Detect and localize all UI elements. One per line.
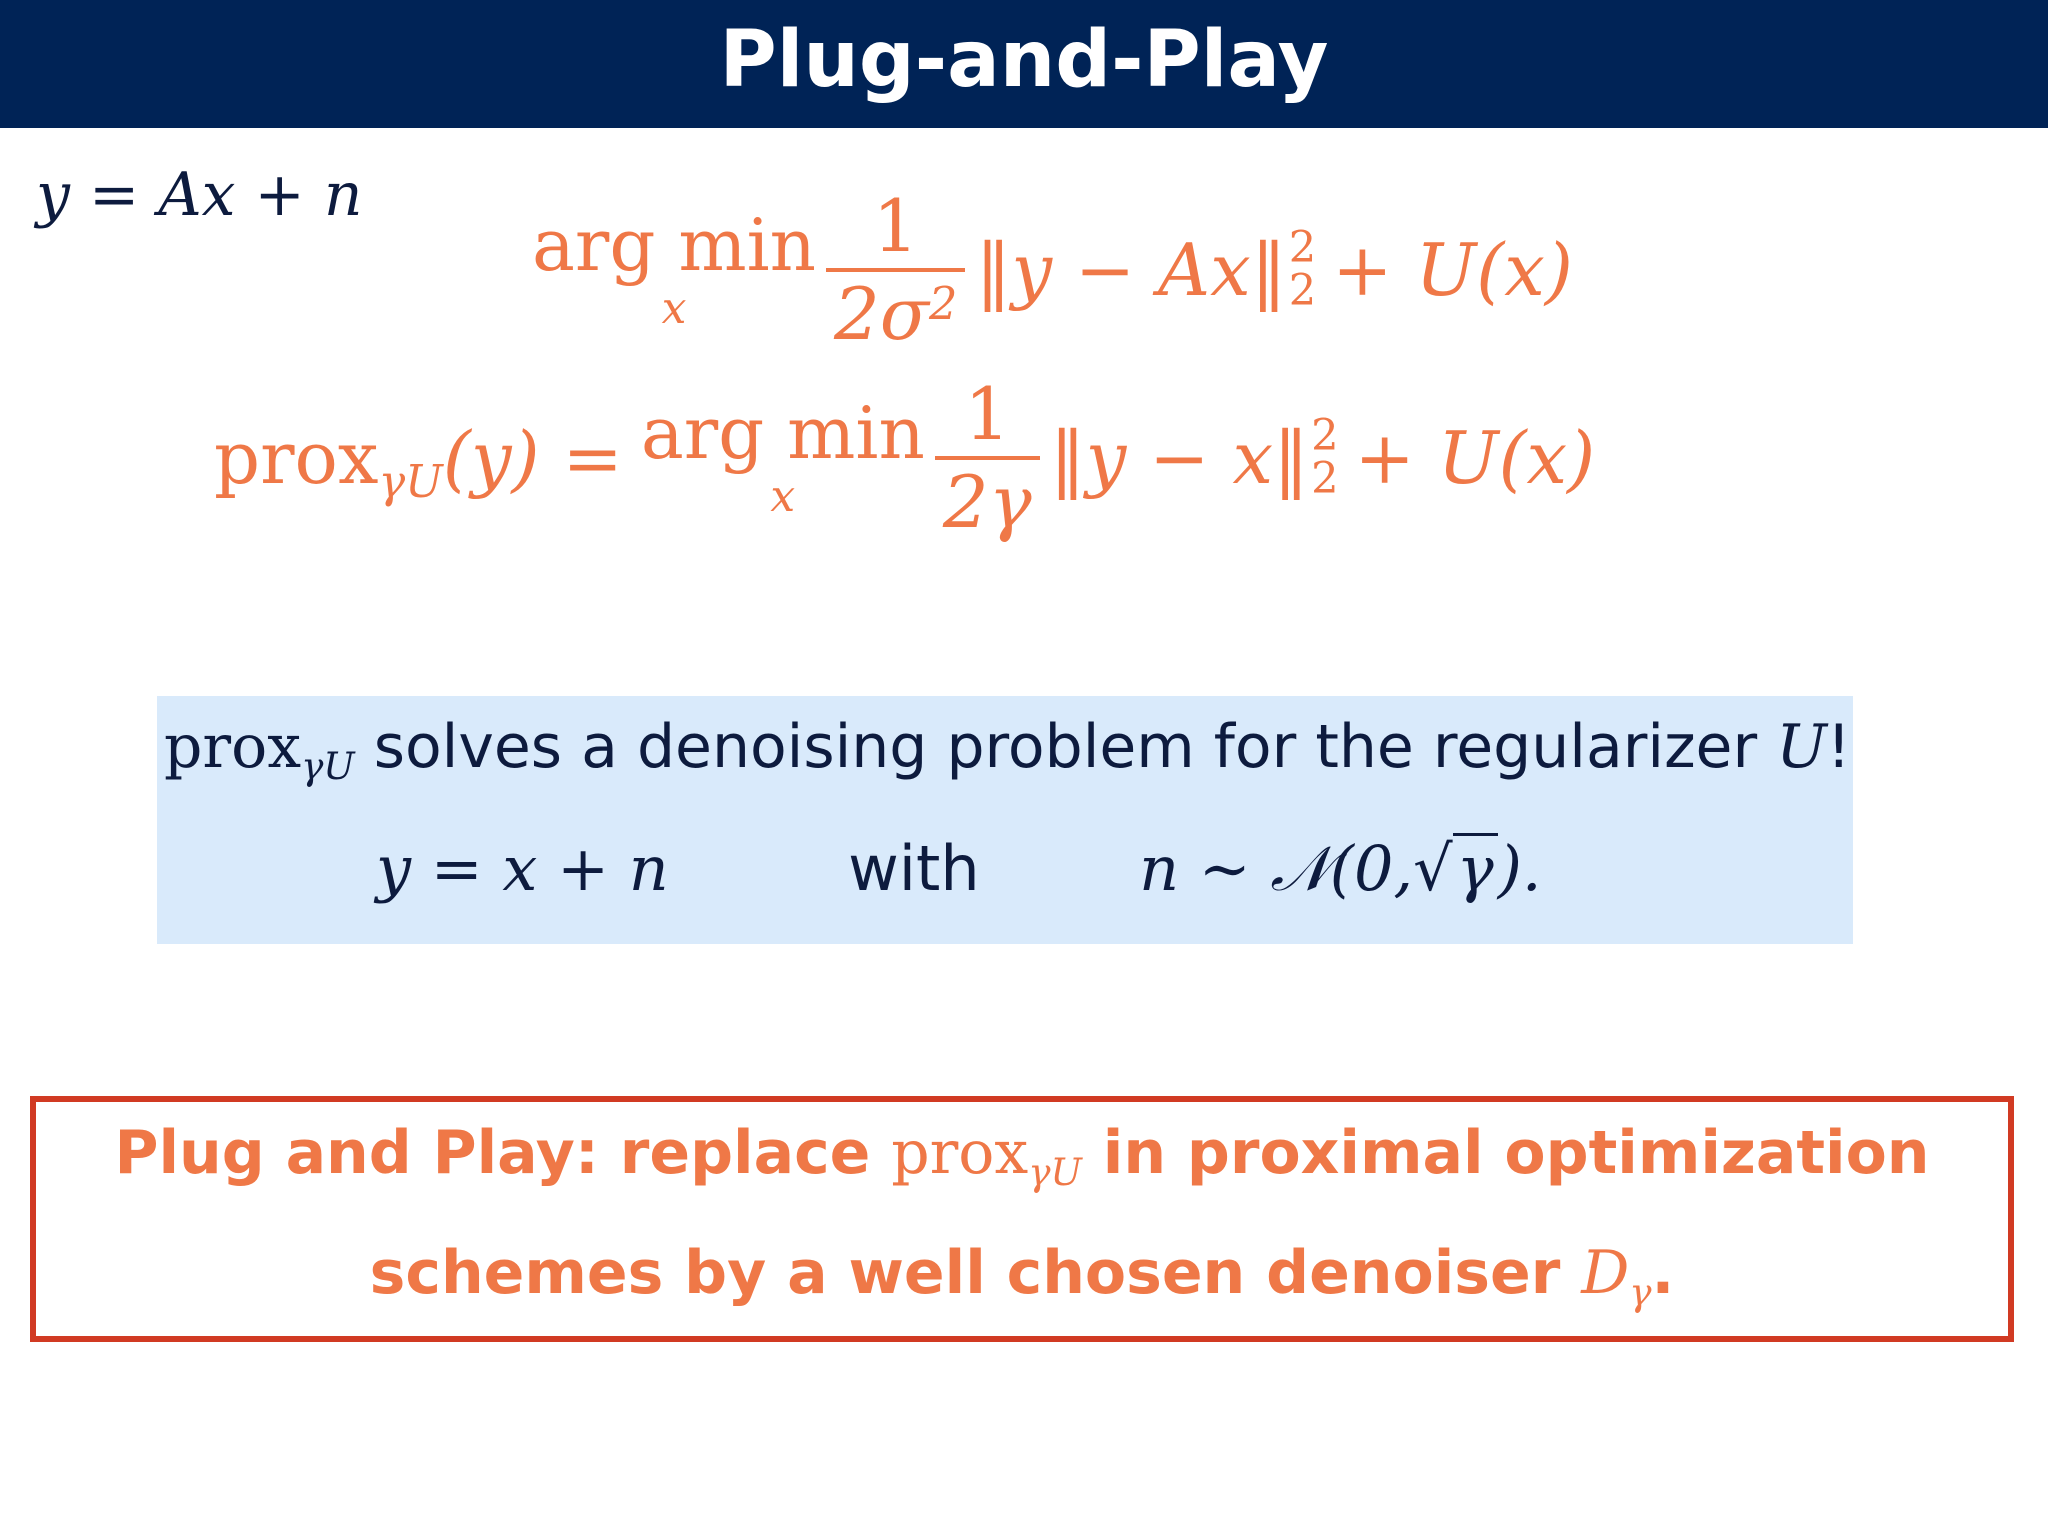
norm-indices: 2 2 <box>1311 410 1339 504</box>
prox-subscript: γU <box>301 743 355 788</box>
info-statement: proxγU solves a denoising problem for th… <box>164 712 1854 784</box>
fraction: 1 2γ <box>934 372 1040 544</box>
noise-distribution: n ∼ 𝒩(0,√γ). <box>1139 832 1542 905</box>
info-text: solves a denoising problem for the regul… <box>354 712 1777 782</box>
prox-operator: proxγU <box>891 1118 1082 1190</box>
denoising-model: y = x + n with n ∼ 𝒩(0,√γ). <box>376 832 1542 906</box>
pnp-statement-line-2: schemes by a well chosen denoiser Dγ. <box>30 1238 2014 1310</box>
argmin-subscript: x <box>770 471 796 522</box>
fraction-bar <box>826 268 966 272</box>
norm-indices: 2 2 <box>1288 222 1317 316</box>
sqrt-symbol: √ <box>1413 832 1453 905</box>
regularizer-symbol: U <box>1776 712 1827 782</box>
prox-definition-equation: proxγU (y) = arg min x 1 2γ ‖y − x‖ 2 2 … <box>214 378 1595 538</box>
regularizer-term: + U(x) <box>1354 416 1596 500</box>
prox-name: prox <box>164 712 302 782</box>
exclamation: ! <box>1826 712 1851 782</box>
pnp-statement-line-1: Plug and Play: replace proxγU in proxima… <box>30 1118 2014 1190</box>
slide-title: Plug-and-Play <box>719 15 1329 105</box>
prox-operator: proxγU <box>164 712 355 784</box>
prox-argument: (y) = <box>442 416 623 500</box>
norm-subscript: 2 <box>1288 266 1317 316</box>
noise-distribution-start: n ∼ 𝒩(0, <box>1139 832 1414 905</box>
pnp-text-3: schemes by a well chosen denoiser <box>369 1238 1582 1308</box>
pnp-text-1: Plug and Play: replace <box>114 1118 892 1188</box>
denoiser-subscript: γ <box>1629 1269 1652 1314</box>
forward-model-equation: y = Ax + n <box>36 160 363 230</box>
argmin-operator: arg min x <box>532 209 816 331</box>
pnp-highlight-box <box>30 1096 2014 1342</box>
fraction-bar <box>934 456 1040 460</box>
prox-subscript: γU <box>378 456 443 509</box>
data-fidelity-term: ‖y − Ax‖ <box>975 228 1287 312</box>
header-bar <box>0 0 2048 128</box>
data-fidelity-term: ‖y − x‖ <box>1049 416 1310 500</box>
denoiser-name: D <box>1581 1238 1630 1308</box>
prox-name: prox <box>891 1118 1029 1188</box>
norm-exponent: 2 <box>1311 410 1339 461</box>
argmin-label: arg min <box>532 203 816 287</box>
fraction-denominator: 2σ2 <box>826 272 965 350</box>
fraction: 1 2σ2 <box>826 184 966 350</box>
denoiser-symbol: Dγ <box>1581 1238 1651 1310</box>
objective-equation: arg min x 1 2σ2 ‖y − Ax‖ 2 2 + U(x) <box>532 190 1573 350</box>
pnp-text-2: in proximal optimization <box>1081 1118 1930 1188</box>
regularizer-term: + U(x) <box>1332 228 1573 312</box>
norm-exponent: 2 <box>1288 222 1317 273</box>
denominator-base: 2σ <box>834 272 929 356</box>
pnp-text-4: . <box>1651 1238 1675 1308</box>
argmin-label: arg min <box>640 391 925 475</box>
argmin-operator: arg min x <box>641 397 925 519</box>
with-word: with <box>848 832 980 905</box>
argmin-subscript: x <box>661 283 687 334</box>
denominator-exponent: 2 <box>928 277 958 330</box>
fraction-numerator: 1 <box>872 184 919 268</box>
fraction-numerator: 1 <box>964 372 1011 456</box>
info-box <box>157 696 1853 944</box>
sqrt-argument: γ <box>1452 833 1498 901</box>
fraction-denominator: 2γ <box>942 460 1032 544</box>
prox-name: prox <box>214 416 379 500</box>
noise-distribution-end: ). <box>1497 832 1542 905</box>
prox-subscript: γU <box>1028 1149 1082 1194</box>
norm-subscript: 2 <box>1311 454 1339 504</box>
denoising-equation: y = x + n <box>376 832 669 905</box>
prox-operator: proxγU <box>214 416 443 505</box>
